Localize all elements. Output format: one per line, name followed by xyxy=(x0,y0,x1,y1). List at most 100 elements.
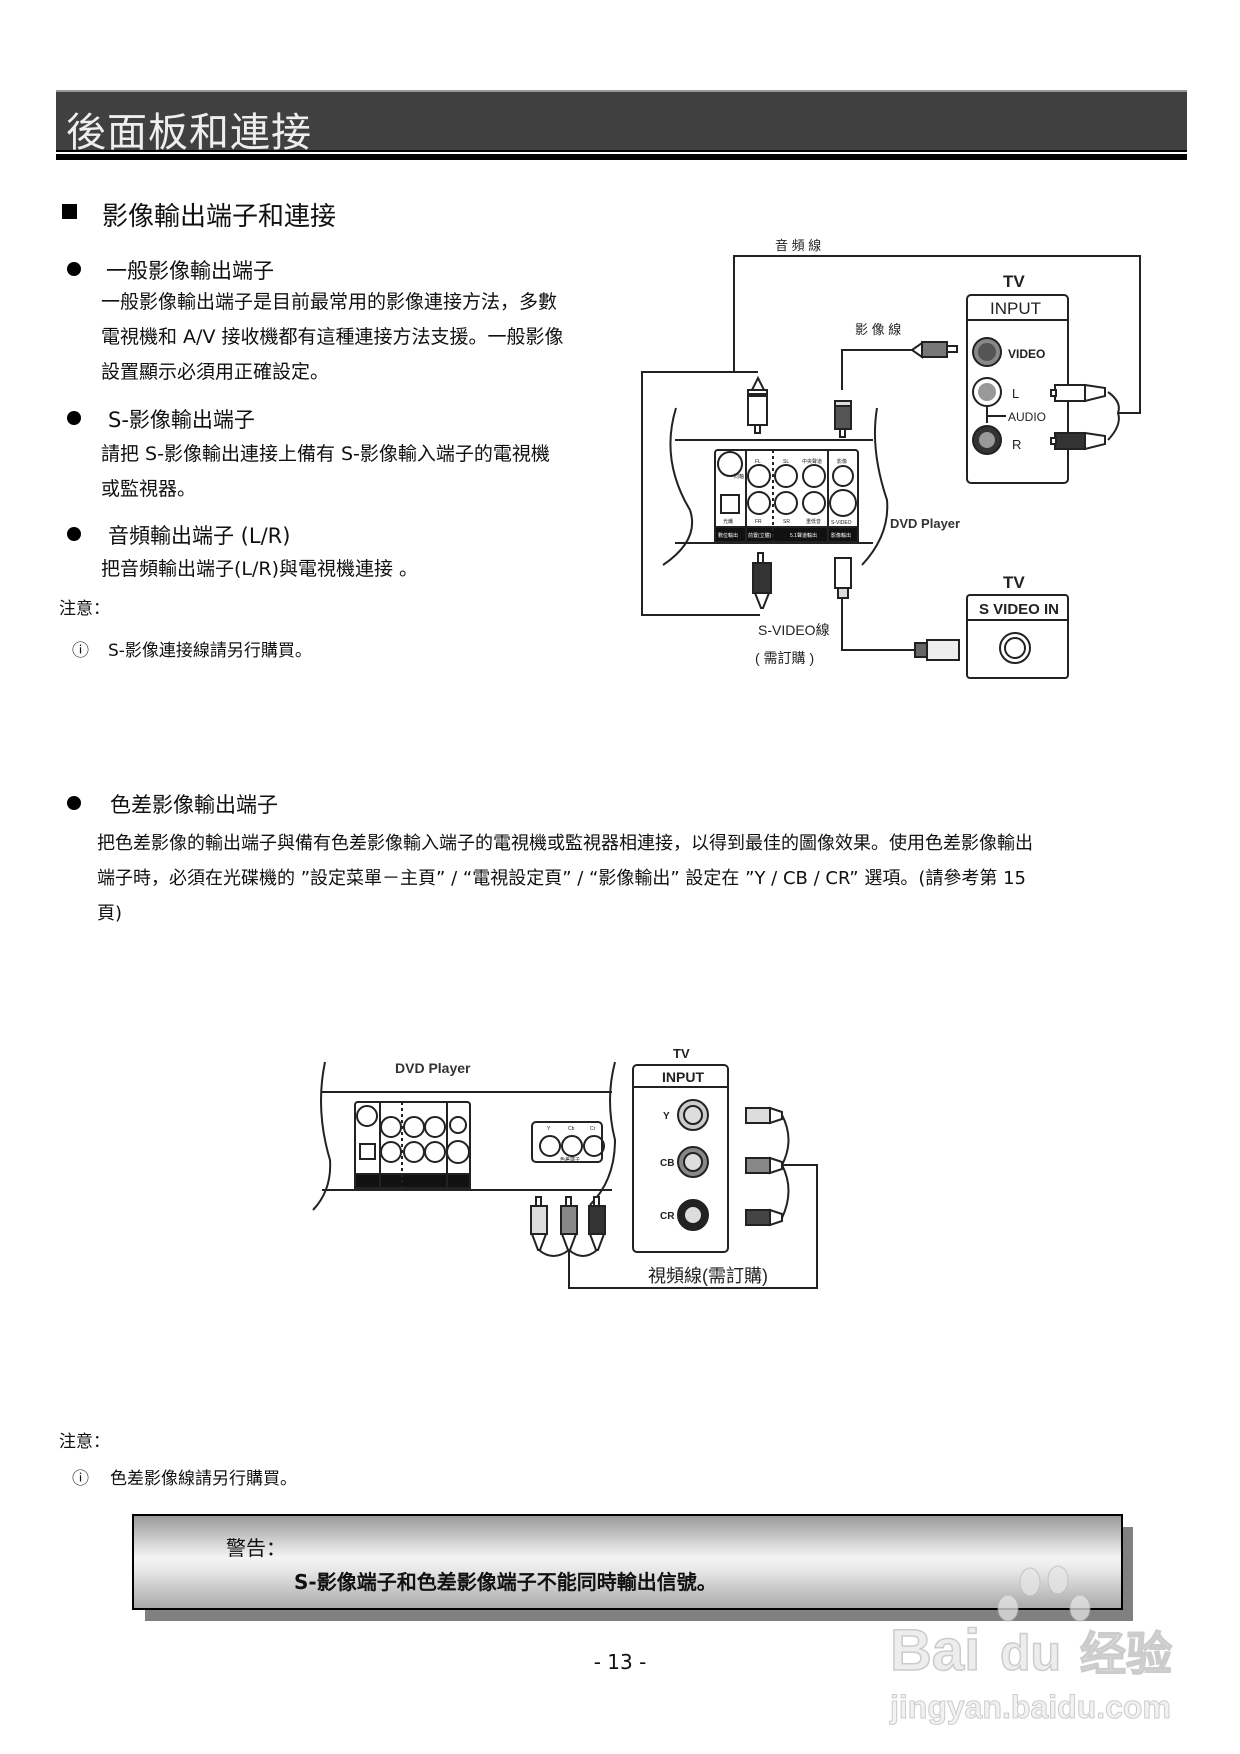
bullet-title: 色差影像輸出端子 xyxy=(110,793,278,817)
dvd-player-label: DVD Player xyxy=(395,1060,471,1076)
svg-text:CR: CR xyxy=(660,1211,675,1222)
bullet-title: 音頻輸出端子 (L/R) xyxy=(108,524,291,548)
svg-text:同軸: 同軸 xyxy=(734,473,744,480)
audio-cable xyxy=(733,255,1141,414)
component-connection-diagram: DVD Player Y Cb Cr 色差端子 TV INPUT Y CB CR 視頻… xyxy=(312,1046,818,1289)
body-line: 頁) xyxy=(97,903,123,924)
svg-text:影像: 影像 xyxy=(837,458,847,465)
svg-text:Y: Y xyxy=(663,1111,670,1122)
svg-text:TV: TV xyxy=(1003,573,1025,592)
svg-text:FR: FR xyxy=(755,519,762,525)
svg-text:數位輸出: 數位輸出 xyxy=(718,532,738,539)
body-line: 一般影像輸出端子是目前最常用的影像連接方法，多數 xyxy=(101,291,558,313)
audio-plugs-right xyxy=(1050,383,1106,451)
bullet-body: 把色差影像的輸出端子與備有色差影像輸入端子的電視機或監視器相連接，以得到最佳的圖… xyxy=(97,826,1033,931)
bullet-icon xyxy=(67,796,81,810)
tv-label: TV xyxy=(673,1046,690,1061)
svg-text:VIDEO: VIDEO xyxy=(1008,347,1045,361)
bullet-body: 請把 S-影像輸出連接上備有 S-影像輸入端子的電視機 或監視器。 xyxy=(101,437,550,507)
warning-box: 警告： S-影像端子和色差影像端子不能同時輸出信號。 xyxy=(132,1514,1123,1610)
component-cable xyxy=(568,1164,818,1289)
dvd-cut-right xyxy=(861,407,889,566)
dvd-cut-right xyxy=(589,1061,617,1206)
svg-text:Y: Y xyxy=(547,1126,551,1132)
info-icon: ⓘ xyxy=(72,1469,89,1489)
info-icon: ⓘ xyxy=(72,641,89,661)
dvd-cut-left xyxy=(312,1061,332,1211)
component-output-panel: Y Cb Cr 色差端子 xyxy=(531,1121,605,1163)
video-cable xyxy=(841,349,912,390)
bullet-body: 把音頻輸出端子(L/R)與電視機連接 。 xyxy=(101,552,418,587)
svg-text:光纖: 光纖 xyxy=(723,518,733,525)
svg-text:SR: SR xyxy=(783,519,790,525)
bullet-icon xyxy=(67,262,81,276)
svg-text:R: R xyxy=(1012,437,1021,452)
component-cable-label: 視頻線(需訂購) xyxy=(648,1266,768,1286)
square-bullet-icon xyxy=(62,204,77,219)
svg-text:SL: SL xyxy=(783,459,789,465)
body-line: 端子時，必須在光碟機的 ”設定菜單－主頁” / “電視設定頁” / “影像輸出”… xyxy=(97,868,1026,889)
svg-text:du: du xyxy=(1000,1625,1061,1681)
body-line: 把色差影像的輸出端子與備有色差影像輸入端子的電視機或監視器相連接，以得到最佳的圖… xyxy=(97,833,1033,854)
body-line: 把音頻輸出端子(L/R)與電視機連接 。 xyxy=(101,558,419,580)
svg-text:Bai: Bai xyxy=(890,1618,980,1683)
audio-cable-split xyxy=(1107,391,1120,441)
svg-text:L: L xyxy=(1012,386,1019,401)
svg-text:重低音: 重低音 xyxy=(806,518,821,525)
svg-text:INPUT: INPUT xyxy=(662,1069,704,1085)
header-rule xyxy=(56,150,1187,152)
bullet-body: 一般影像輸出端子是目前最常用的影像連接方法，多數 電視機和 A/V 接收機都有這… xyxy=(101,285,563,390)
tv-side-plugs xyxy=(745,1106,790,1227)
svg-text:jingyan.baidu.com: jingyan.baidu.com xyxy=(889,1689,1171,1725)
bullet-icon xyxy=(67,527,81,541)
svg-text:中央聲道: 中央聲道 xyxy=(802,458,822,465)
svg-text:5.1聲道輸出: 5.1聲道輸出 xyxy=(790,532,817,539)
body-line: 請把 S-影像輸出連接上備有 S-影像輸入端子的電視機 xyxy=(101,443,550,465)
svg-text:S-VIDEO: S-VIDEO xyxy=(831,520,852,526)
svideo-plug xyxy=(834,557,852,599)
note-text: 色差影像線請另行購買。 xyxy=(110,1469,297,1489)
svg-text:Cr: Cr xyxy=(590,1126,596,1132)
audio-cable-loop xyxy=(641,371,760,616)
connector-panel xyxy=(354,1101,471,1189)
warning-text: S-影像端子和色差影像端子不能同時輸出信號。 xyxy=(294,1570,717,1594)
page-number: - 13 - xyxy=(593,1650,647,1674)
svg-text:AUDIO: AUDIO xyxy=(1008,410,1046,424)
svideo-plug-right xyxy=(914,639,960,661)
body-line: 或監視器。 xyxy=(101,478,197,500)
svg-text:Cb: Cb xyxy=(568,1126,575,1132)
audio-cable-label: 音 頻 線 xyxy=(775,238,821,253)
svg-text:CB: CB xyxy=(660,1158,674,1169)
connector-panel: FL SL 中央聲道 影像 FR SR 重低音 S-VIDEO 光纖 同軸 數位輸出 前置(立體… xyxy=(714,449,859,543)
svideo-audio-connection-diagram: 音 頻 線 影 像 線 FL SL 中央聲道 影像 FR SR 重低音 S-VIDEO 光纖… xyxy=(641,238,1141,679)
note-label: 注意： xyxy=(59,599,110,619)
dvd-cut-left xyxy=(662,407,694,566)
body-line: 電視機和 A/V 接收機都有這種連接方法支援。一般影像 xyxy=(101,326,564,348)
bullet-title: 一般影像輸出端子 xyxy=(106,259,274,283)
svg-text:S VIDEO IN: S VIDEO IN xyxy=(979,601,1059,618)
svg-text:经验: 经验 xyxy=(1080,1628,1172,1680)
svideo-cable-label: S-VIDEO線 xyxy=(758,622,830,638)
video-rca-plug xyxy=(834,341,958,438)
dvd-player-label: DVD Player xyxy=(890,516,960,531)
section-title: 影像輸出端子和連接 xyxy=(102,202,337,232)
svg-text:前置(立體): 前置(立體) xyxy=(748,532,772,539)
svideo-cable xyxy=(841,598,915,651)
note-text: S-影像連接線請另行購買。 xyxy=(108,641,312,661)
video-cable-label: 影 像 線 xyxy=(855,322,901,337)
baidu-watermark-logo: Bai du 经验 jingyan.baidu.com xyxy=(889,1565,1173,1726)
svg-text:影像輸出: 影像輸出 xyxy=(831,532,851,539)
svg-text:FL: FL xyxy=(755,459,761,465)
black-rca-plug xyxy=(752,552,772,609)
order-label: ( 需訂購 ) xyxy=(755,650,814,666)
bullet-title: S-影像輸出端子 xyxy=(108,408,255,432)
white-rca-plug xyxy=(747,375,768,434)
bullet-icon xyxy=(67,411,81,425)
page-title: 後面板和連接 xyxy=(66,110,312,156)
tv-label: TV xyxy=(1003,272,1025,291)
dvd-side-plugs xyxy=(530,1196,606,1257)
body-line: 設置顯示必須用正確設定。 xyxy=(101,361,330,383)
header-rule-thick xyxy=(56,154,1187,160)
svg-text:色差端子: 色差端子 xyxy=(560,1156,580,1163)
input-label: INPUT xyxy=(990,299,1041,318)
